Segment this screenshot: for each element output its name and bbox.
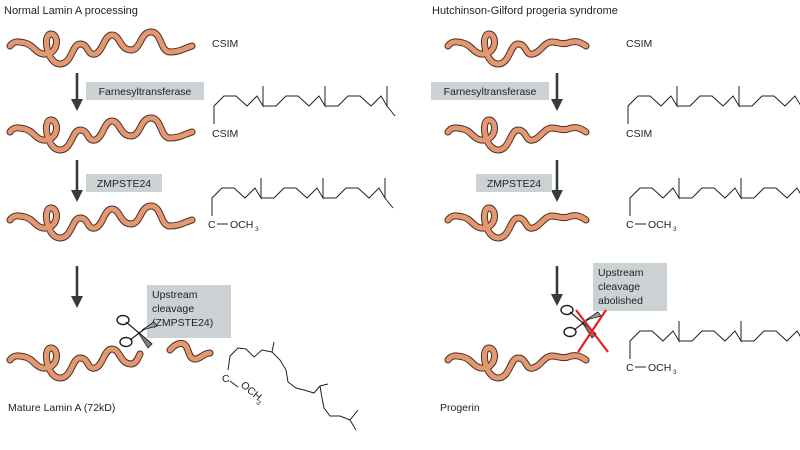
cleaved-ester-carbon: C <box>222 373 230 385</box>
blocked-scissors-icon <box>560 304 609 353</box>
mature-lamin-label: Mature Lamin A (72kD) <box>8 402 115 414</box>
progerin-protein-step3 <box>448 208 586 238</box>
cleavage-box-line1: Upstream <box>152 289 198 301</box>
down-arrow-icon <box>71 73 83 111</box>
cleavage-box-line3: (ZMPSTE24) <box>152 317 213 329</box>
right-ester-och-label: OCH <box>648 219 671 231</box>
farnesyl-chain-step2 <box>213 85 396 125</box>
abolished-box-line2: cleavage <box>598 281 640 293</box>
down-arrow-icon <box>551 160 563 202</box>
right-farnesyltransferase-box <box>431 82 549 100</box>
right-csim-label-step2: CSIM <box>626 128 652 140</box>
cleavage-abolished-box <box>593 263 667 311</box>
right-ester-subscript: 3 <box>673 226 677 233</box>
zmpste24-box <box>86 174 162 192</box>
right-farnesyl-chain-step2 <box>627 85 800 125</box>
farnesyl-chain-step3 <box>211 177 394 217</box>
lamin-protein-step1 <box>10 32 192 64</box>
zmpste24-label: ZMPSTE24 <box>97 178 151 190</box>
svg-text:3: 3 <box>254 399 262 407</box>
right-farnesyl-chain-step3 <box>629 177 800 217</box>
csim-label-step2: CSIM <box>212 128 238 140</box>
lamin-protein-step2 <box>10 118 192 150</box>
abolished-box-line3: abolished <box>598 295 643 307</box>
csim-label-step1: CSIM <box>212 38 238 50</box>
upstream-cleavage-box <box>147 285 231 338</box>
right-farnesyltransferase-label: Farnesyltransferase <box>444 86 537 98</box>
left-panel-title: Normal Lamin A processing <box>4 5 138 17</box>
down-arrow-icon <box>71 266 83 308</box>
lamin-protein-step3 <box>10 206 192 238</box>
progerin-protein-final <box>448 348 586 378</box>
cleaved-ester-och: OCH 3 <box>238 379 264 407</box>
right-zmpste24-label: ZMPSTE24 <box>487 178 541 190</box>
farnesyltransferase-box <box>86 82 204 100</box>
right-panel-title: Hutchinson-Gilford progeria syndrome <box>432 5 618 17</box>
progerin-protein-step1 <box>448 34 586 64</box>
progerin-ester-subscript: 3 <box>673 369 677 376</box>
right-ester-carbon-label: C <box>626 219 634 231</box>
progerin-ester-carbon: C <box>626 362 634 374</box>
cleavage-box-line2: cleavage <box>152 303 194 315</box>
ester-och-label: OCH <box>230 219 253 231</box>
progerin-farnesyl-chain <box>629 320 800 360</box>
down-arrow-icon <box>551 266 563 306</box>
down-arrow-icon <box>551 73 563 111</box>
abolished-box-line1: Upstream <box>598 267 644 279</box>
progerin-protein-step2 <box>448 120 586 150</box>
progerin-ester-och: OCH <box>648 362 671 374</box>
right-csim-label-step1: CSIM <box>626 38 652 50</box>
down-arrow-icon <box>71 160 83 202</box>
cleaved-fragment <box>170 343 210 359</box>
ester-carbon-label: C <box>208 219 216 231</box>
right-zmpste24-box <box>476 174 552 192</box>
ester-subscript: 3 <box>255 226 259 233</box>
farnesyltransferase-label: Farnesyltransferase <box>99 86 192 98</box>
progerin-label: Progerin <box>440 402 480 414</box>
mature-lamin-protein <box>10 348 140 378</box>
